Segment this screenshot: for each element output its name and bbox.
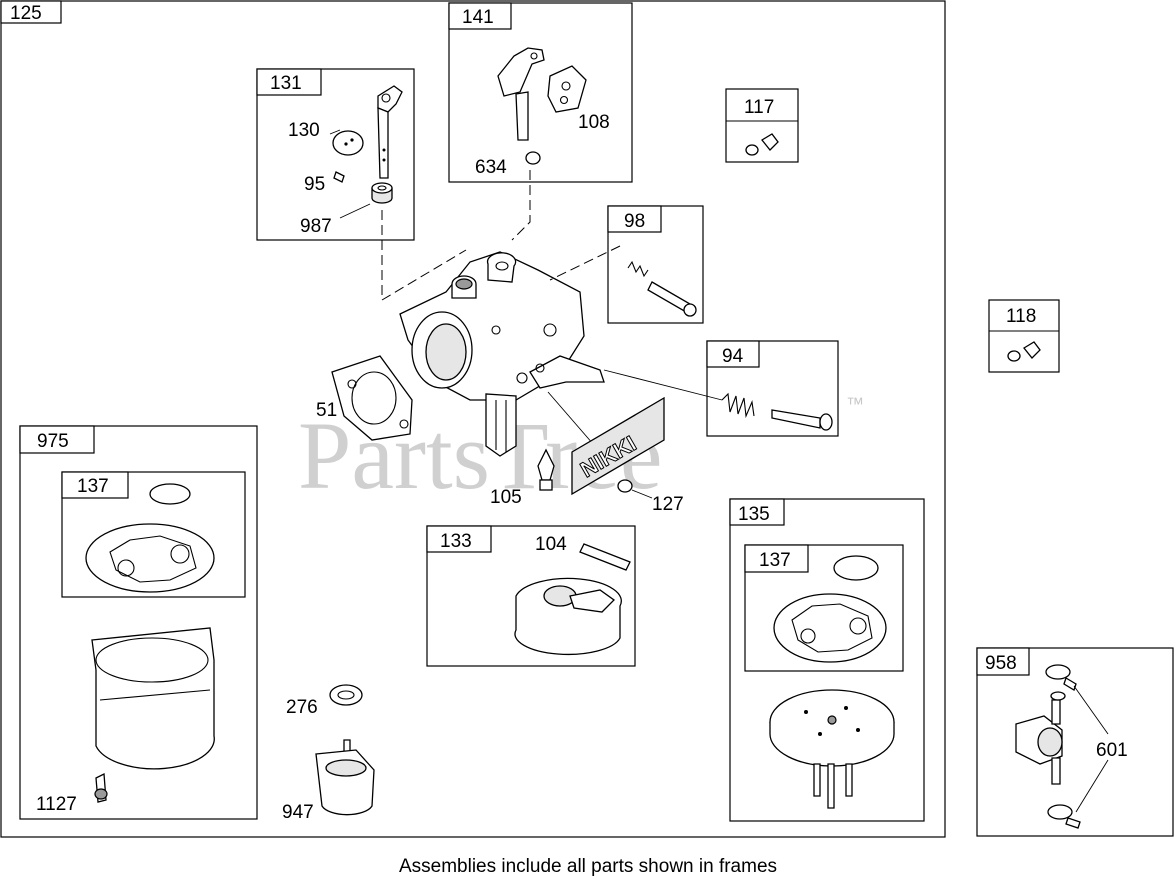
frame-958-tag: [976, 647, 1030, 676]
leader-987: [339, 203, 371, 219]
frame-125-label: 125: [10, 3, 42, 24]
callout-601: 601: [1096, 740, 1128, 761]
assembly-lines: [381, 170, 723, 453]
callout-987: 987: [300, 216, 332, 237]
callout-1127: 1127: [36, 794, 77, 815]
leader-130: [329, 129, 341, 135]
float-bowl-part[interactable]: [91, 627, 215, 770]
frame-125-border: [0, 0, 946, 838]
callout-95: 95: [304, 174, 325, 195]
choke-plate-part[interactable]: [332, 130, 364, 156]
float-part[interactable]: [514, 577, 622, 656]
frame-118[interactable]: 118: [988, 299, 1060, 373]
idle-screw-part[interactable]: [627, 260, 697, 317]
gasket-137-part[interactable]: [85, 523, 215, 593]
frame-137-lower-tag: [744, 544, 809, 573]
throttle-shaft-part[interactable]: [497, 47, 545, 141]
washer-276-part[interactable]: [329, 684, 363, 706]
frame-135[interactable]: 135 137: [729, 498, 925, 822]
mixture-screw-part[interactable]: [721, 392, 833, 431]
leader-601-lower: [1075, 759, 1109, 813]
frame-117-label: 117: [744, 97, 774, 118]
frame-958[interactable]: 958 601: [976, 647, 1174, 837]
frame-958-border: [976, 647, 1174, 837]
frame-137-lower[interactable]: 137: [744, 544, 904, 672]
callout-634: 634: [475, 157, 507, 178]
frame-94-label: 94: [722, 346, 744, 367]
frame-98[interactable]: 98: [607, 205, 704, 324]
frame-117-border: [725, 88, 799, 163]
frame-137-upper[interactable]: 137: [61, 471, 246, 598]
frame-141[interactable]: 141 108 634: [448, 2, 633, 183]
leader-127: [631, 489, 653, 499]
gasket-51-part[interactable]: [331, 355, 413, 441]
frame-133[interactable]: 133 104: [426, 525, 636, 667]
frame-131[interactable]: 131 130 95 987: [256, 68, 415, 241]
gasket-137-lower-part[interactable]: [773, 593, 887, 663]
frame-141-tag: [448, 2, 512, 30]
frame-125[interactable]: 125: [0, 0, 946, 838]
frame-135-label: 135: [738, 504, 770, 525]
frame-118-border: [988, 299, 1060, 373]
frame-125-tag: [0, 0, 62, 24]
frame-131-tag: [256, 68, 322, 96]
callout-105: 105: [490, 487, 522, 508]
frame-141-border: [448, 2, 633, 183]
pin-104-part[interactable]: [579, 543, 631, 571]
frame-975-label: 975: [37, 431, 69, 452]
frame-118-label: 118: [1006, 306, 1036, 327]
screw-1127-part[interactable]: [94, 772, 108, 803]
choke-shaft-part[interactable]: [377, 85, 403, 179]
frame-141-label: 141: [462, 7, 494, 28]
callout-130: 130: [288, 120, 320, 141]
screw-117-part[interactable]: [745, 133, 779, 156]
solenoid-947-part[interactable]: [315, 739, 375, 816]
frame-137-upper-tag: [61, 471, 129, 499]
washer-127-part[interactable]: [617, 479, 633, 493]
o-ring-lower-part[interactable]: [833, 555, 879, 581]
caption: Assemblies include all parts shown in fr…: [398, 856, 778, 877]
frame-975[interactable]: 975 137 1127: [19, 425, 258, 820]
callout-108: 108: [578, 112, 610, 133]
needle-105-part[interactable]: [537, 448, 555, 491]
frame-137-lower-label: 137: [759, 550, 791, 571]
screw-95-part[interactable]: [333, 171, 345, 183]
throttle-plate-part[interactable]: [547, 65, 587, 113]
frame-131-label: 131: [270, 73, 302, 94]
leader-601-upper: [1073, 685, 1109, 735]
frame-98-tag: [607, 205, 662, 233]
o-ring-part[interactable]: [149, 483, 191, 505]
frame-94[interactable]: 94: [706, 340, 839, 437]
fuel-shutoff-valve-part[interactable]: [1015, 699, 1063, 785]
frame-958-label: 958: [985, 653, 1017, 674]
bushing-987-part[interactable]: [371, 182, 393, 204]
frame-94-tag: [706, 340, 760, 368]
clip-634-part[interactable]: [525, 151, 541, 165]
frame-133-label: 133: [440, 531, 472, 552]
carburetor-body[interactable]: [399, 251, 605, 457]
watermark-trademark: ™: [846, 394, 864, 414]
washer-958-part[interactable]: [1050, 691, 1066, 701]
hose-clamp-lower-part[interactable]: [1047, 804, 1081, 829]
frame-117[interactable]: 117: [725, 88, 799, 163]
frame-133-tag: [426, 525, 492, 553]
callout-127: 127: [652, 494, 684, 515]
float-base-part[interactable]: [769, 689, 895, 809]
hose-clamp-upper-part[interactable]: [1045, 664, 1077, 691]
callout-104: 104: [535, 534, 567, 555]
callout-947: 947: [282, 802, 314, 823]
callout-276: 276: [286, 697, 318, 718]
frame-98-label: 98: [624, 211, 645, 232]
frame-975-tag: [19, 425, 95, 454]
callout-51: 51: [316, 400, 337, 421]
frame-135-tag: [729, 498, 785, 526]
frame-137-upper-label: 137: [77, 476, 109, 497]
screw-118-part[interactable]: [1007, 341, 1041, 362]
